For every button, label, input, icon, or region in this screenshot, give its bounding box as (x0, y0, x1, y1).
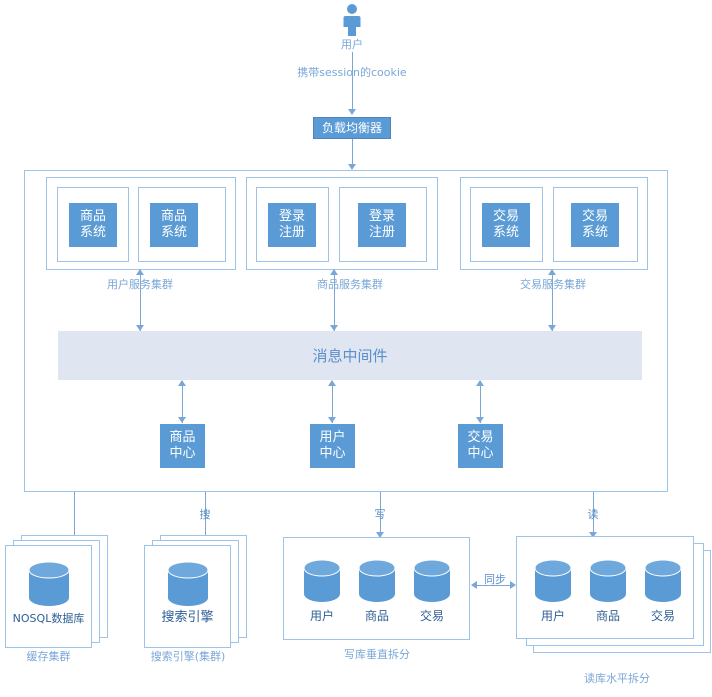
mw-center3-arrow-up (476, 380, 484, 386)
center-node-user-line2: 中心 (319, 446, 346, 461)
service-cluster-2 (246, 177, 438, 270)
read-db-label-3: 交易 (650, 609, 675, 623)
service-node-1-2[interactable]: 商品 系统 (150, 203, 198, 247)
service-node-2-1-line2: 注册 (278, 225, 305, 240)
service-node-3-2-line1: 交易 (581, 209, 608, 224)
mw-center1-arrow-up (178, 380, 186, 386)
service-node-1-1-line2: 系统 (79, 225, 106, 240)
read-db-label-1: 用户 (540, 609, 565, 623)
read-db-cylinder-icon-2 (588, 559, 628, 609)
service-cluster-3-label: 交易服务集群 (520, 278, 586, 291)
fanout-search-label: 搜 (199, 508, 211, 521)
cluster1-mw-arrow-up (136, 269, 144, 275)
cache-caption: 缓存集群 (26, 650, 71, 663)
search-caption: 搜索引擎(集群) (150, 650, 226, 663)
fanout-read-label: 读 (587, 508, 599, 521)
service-node-1-1[interactable]: 商品 系统 (69, 203, 117, 247)
fanout-write-label: 写 (374, 508, 386, 521)
mw-center1-line (182, 381, 183, 423)
fanout-write-arrowhead (376, 532, 384, 538)
search-db-cylinder-icon (166, 560, 210, 612)
mw-center2-arrow-down (328, 417, 336, 423)
read-db-cylinder-icon-3 (643, 559, 683, 609)
load-balancer-node[interactable]: 负载均衡器 (313, 117, 391, 139)
write-db-label-1: 用户 (309, 609, 334, 623)
cache-db-cylinder-icon (27, 560, 71, 612)
center-node-product[interactable]: 商品 中心 (160, 424, 205, 468)
cache-db-label: NOSQL数据库 (12, 612, 85, 625)
read-db-caption: 读库水平拆分 (584, 672, 650, 685)
sync-line (474, 585, 514, 586)
actor-to-lb-arrowhead (348, 109, 356, 115)
service-cluster-1-slot-2 (138, 187, 226, 262)
service-cluster-2-slot-2 (339, 187, 427, 262)
mw-center2-line (332, 381, 333, 423)
actor-label: 用户 (341, 38, 363, 51)
center-node-user-line1: 用户 (319, 430, 346, 445)
application-layer-container (24, 170, 668, 492)
center-node-trade-line1: 交易 (467, 430, 494, 445)
write-db-caption: 写库垂直拆分 (344, 648, 410, 661)
service-node-3-1-line2: 系统 (492, 225, 519, 240)
service-node-1-2-line1: 商品 (160, 209, 187, 224)
message-middleware-bar[interactable]: 消息中间件 (58, 331, 642, 380)
cluster3-mw-arrow-up (548, 269, 556, 275)
lb-to-app-line (352, 139, 353, 165)
service-node-2-1-line1: 登录 (278, 209, 305, 224)
sync-arrow-right (510, 581, 516, 589)
write-db-label-3: 交易 (419, 609, 444, 623)
center-node-product-line1: 商品 (169, 430, 196, 445)
read-db-label-2: 商品 (595, 609, 620, 623)
write-db-cylinder-icon-1 (302, 559, 342, 609)
center-node-product-line2: 中心 (169, 446, 196, 461)
write-db-cylinder-icon-3 (412, 559, 452, 609)
write-db-label-2: 商品 (364, 609, 389, 623)
write-db-cylinder-icon-2 (357, 559, 397, 609)
service-node-3-2[interactable]: 交易 系统 (571, 203, 619, 247)
sync-arrow-left (471, 581, 477, 589)
fanout-cache-line (74, 492, 75, 540)
sync-label: 同步 (484, 573, 506, 586)
center-node-trade[interactable]: 交易 中心 (458, 424, 503, 468)
service-node-2-2[interactable]: 登录 注册 (358, 203, 406, 247)
service-node-1-2-line2: 系统 (160, 225, 187, 240)
service-cluster-2-label: 商品服务集群 (317, 278, 383, 291)
center-node-trade-line2: 中心 (467, 446, 494, 461)
service-node-2-1[interactable]: 登录 注册 (268, 203, 316, 247)
service-node-1-1-line1: 商品 (79, 209, 106, 224)
fanout-read-line (593, 492, 594, 535)
read-db-cylinder-icon-1 (533, 559, 573, 609)
service-node-3-1[interactable]: 交易 系统 (482, 203, 530, 247)
fanout-search-line (205, 492, 206, 540)
mw-center1-arrow-down (178, 417, 186, 423)
mw-center3-line (480, 381, 481, 423)
cluster2-mw-arrow-down (330, 325, 338, 331)
fanout-read-arrowhead (589, 532, 597, 538)
lb-to-app-arrowhead (348, 164, 356, 170)
cluster3-mw-line (552, 270, 553, 331)
cluster2-mw-arrow-up (330, 269, 338, 275)
fanout-write-line (380, 492, 381, 535)
service-cluster-1-slot-1 (57, 187, 129, 262)
actor-to-lb-line (352, 52, 353, 110)
service-node-3-1-line1: 交易 (492, 209, 519, 224)
service-node-2-2-line2: 注册 (368, 225, 395, 240)
cluster2-mw-line (334, 270, 335, 331)
cluster1-mw-arrow-down (136, 325, 144, 331)
cookie-edge-label: 携带session的cookie (297, 66, 407, 79)
person-icon (339, 4, 365, 40)
service-cluster-3-slot-1 (470, 187, 543, 262)
cluster3-mw-arrow-down (548, 325, 556, 331)
search-db-label: 搜索引擎 (161, 610, 214, 625)
cluster1-mw-line (140, 270, 141, 331)
service-node-2-2-line1: 登录 (368, 209, 395, 224)
mw-center2-arrow-up (328, 380, 336, 386)
mw-center3-arrow-down (476, 417, 484, 423)
service-cluster-2-slot-1 (256, 187, 329, 262)
center-node-user[interactable]: 用户 中心 (310, 424, 355, 468)
service-cluster-3-slot-2 (553, 187, 638, 262)
service-node-3-2-line2: 系统 (581, 225, 608, 240)
